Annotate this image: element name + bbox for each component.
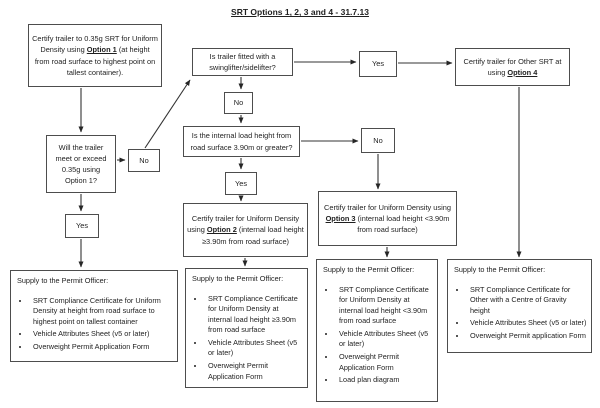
node-certify-option3: Certify trailer for Uniform Density usin… <box>318 191 457 246</box>
option2-label: Option 2 <box>206 225 237 235</box>
node-question-swinglifter: Is trailer fitted with a swinglifter/sid… <box>192 48 293 76</box>
supply-list: SRT Compliance Certificate for Other wit… <box>453 285 587 342</box>
label-text: Yes <box>75 221 89 231</box>
label-text: Yes <box>371 59 385 69</box>
supply-item: Overweight Permit application Form <box>467 331 587 342</box>
supply-list: SRT Compliance Certificate for Uniform D… <box>16 296 173 353</box>
supply-item: SRT Compliance Certificate for Other wit… <box>467 285 587 317</box>
supply-item: Vehicle Attributes Sheet (v5 or later) <box>336 329 433 350</box>
question-text: Will the trailer meet or exceed 0.35g us… <box>55 142 107 186</box>
text-segment: (at height from road surface to highest … <box>34 45 156 77</box>
supply-item: Vehicle Attributes Sheet (v5 or later) <box>30 329 173 340</box>
supply-list: SRT Compliance Certificate for Uniform D… <box>322 285 433 386</box>
label-no-swinglifter: No <box>224 92 253 114</box>
node-certify-option4-text: Certify trailer for Other SRT at using O… <box>459 56 566 78</box>
label-text: No <box>233 98 244 108</box>
node-question-load-height: Is the internal load height from road su… <box>183 126 300 157</box>
supply-item: SRT Compliance Certificate for Uniform D… <box>30 296 173 328</box>
node-certify-option3-text: Certify trailer for Uniform Density usin… <box>322 202 453 235</box>
supply-list: SRT Compliance Certificate for Uniform D… <box>191 294 303 383</box>
supply-box-option1: Supply to the Permit Officer: SRT Compli… <box>10 270 178 362</box>
text-segment: Certify trailer for Uniform Density usin… <box>324 202 451 212</box>
supply-header: Supply to the Permit Officer: <box>323 265 415 274</box>
text-segment: Certify trailer to 0.35g SRT for Uniform… <box>32 34 158 55</box>
node-certify-option4: Certify trailer for Other SRT at using O… <box>455 48 570 86</box>
supply-header: Supply to the Permit Officer: <box>454 265 546 274</box>
node-certify-option1: Certify trailer to 0.35g SRT for Uniform… <box>28 24 162 87</box>
supply-item: SRT Compliance Certificate for Uniform D… <box>205 294 303 336</box>
supply-header: Supply to the Permit Officer: <box>192 274 284 283</box>
label-no-load-height: No <box>361 128 395 153</box>
label-no-option1: No <box>128 149 160 172</box>
supply-box-option3: Supply to the Permit Officer: SRT Compli… <box>316 259 438 402</box>
supply-item: Vehicle Attributes Sheet (v5 or later) <box>205 338 303 359</box>
supply-item: Vehicle Attributes Sheet (v5 or later) <box>467 318 587 329</box>
supply-box-option2: Supply to the Permit Officer: SRT Compli… <box>185 268 308 388</box>
label-yes-load-height: Yes <box>225 172 257 195</box>
label-text: No <box>373 135 383 145</box>
text-segment: (internal load height ≥3.90m from road s… <box>201 225 304 246</box>
node-certify-option2-text: Certify trailer for Uniform Density usin… <box>187 213 304 246</box>
text-segment: (internal load height <3.90m from road s… <box>355 213 450 235</box>
label-text: Yes <box>234 178 248 188</box>
text-segment: Certify trailer for Other SRT at using <box>463 56 562 77</box>
node-question-meet-exceed: Will the trailer meet or exceed 0.35g us… <box>46 135 116 193</box>
label-yes-swinglifter: Yes <box>359 51 397 77</box>
option3-label: Option 3 <box>325 213 356 223</box>
supply-header: Supply to the Permit Officer: <box>17 276 109 285</box>
option4-label: Option 4 <box>507 68 538 77</box>
question-text: Is the internal load height from road su… <box>190 131 293 152</box>
page-title: SRT Options 1, 2, 3 and 4 - 31.7.13 <box>231 7 369 17</box>
supply-item: SRT Compliance Certificate for Uniform D… <box>336 285 433 327</box>
label-text: No <box>139 155 149 165</box>
node-certify-option2: Certify trailer for Uniform Density usin… <box>183 203 308 257</box>
text-segment: Certify trailer for Uniform Density usin… <box>187 214 300 235</box>
supply-item: Overweight Permit Application Form <box>30 342 173 353</box>
option1-label: Option 1 <box>86 45 117 55</box>
supply-item: Overweight Permit Application Form <box>205 361 303 382</box>
node-certify-option1-text: Certify trailer to 0.35g SRT for Uniform… <box>32 33 158 77</box>
label-yes-option1: Yes <box>65 214 99 238</box>
supply-box-option4: Supply to the Permit Officer: SRT Compli… <box>447 259 592 353</box>
question-text: Is trailer fitted with a swinglifter/sid… <box>209 51 276 72</box>
supply-item: Load plan diagram <box>336 375 433 386</box>
supply-item: Overweight Permit Application Form <box>336 352 433 373</box>
